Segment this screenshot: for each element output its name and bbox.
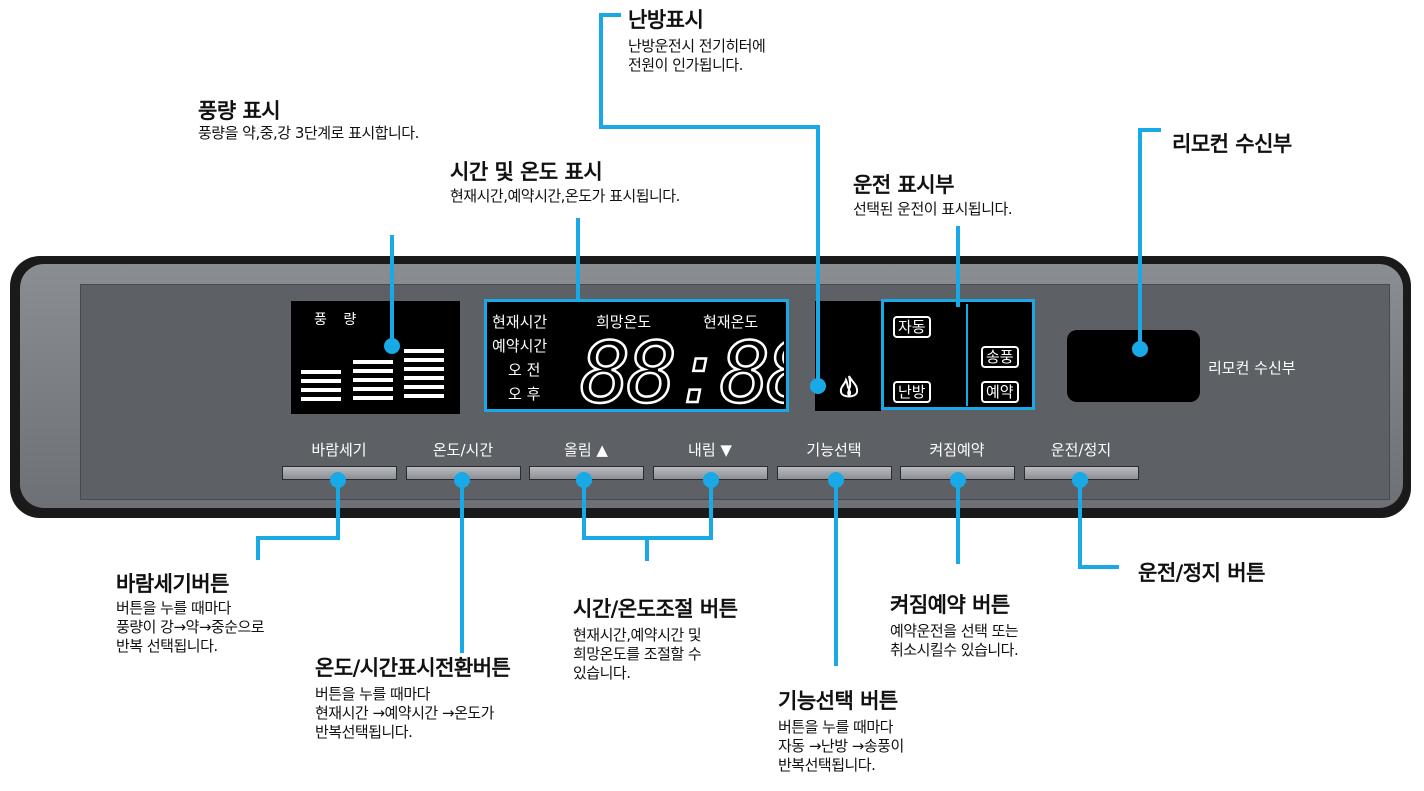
remote-receiver-title: 리모컨 수신부	[1172, 132, 1292, 156]
reserve-button-label: 켜짐예약	[929, 441, 985, 459]
function-button-title: 기능선택 버튼	[778, 689, 898, 713]
fan-display-label: 풍 량	[314, 312, 363, 328]
heat-indicator-title: 난방표시	[628, 8, 704, 32]
function-button-dot	[828, 472, 844, 488]
power-button-dot	[1072, 472, 1088, 488]
wind-button-dot	[330, 472, 346, 488]
am-label: 오 전	[508, 361, 541, 379]
reserve-time-label: 예약시간	[492, 337, 548, 355]
up-button-dot	[576, 472, 592, 488]
reserve-button-dot	[950, 472, 966, 488]
function-button-desc: 버튼을 누를 때마다 자동 →난방 →송풍이 반복선택됩니다.	[778, 718, 904, 774]
fan-display-title: 풍량 표시	[198, 99, 281, 123]
power-button-title: 운전/정지 버튼	[1138, 561, 1265, 585]
fan-marker-dot	[384, 338, 400, 354]
current-time-label: 현재시간	[492, 313, 548, 331]
pm-label: 오 후	[508, 385, 541, 403]
function-button-label: 기능선택	[806, 441, 862, 459]
fan-level-bar	[301, 379, 341, 383]
heat-indicator-desc: 난방운전시 전기히터에 전원이 인가됩니다.	[628, 37, 766, 74]
fan-level-bar	[404, 349, 444, 353]
digits-text: 88:88	[580, 330, 784, 408]
fan-level-bar	[301, 397, 341, 401]
fan-level-bar	[404, 394, 444, 398]
fan-level-bar	[301, 388, 341, 392]
up-button-label: 올림 ▲	[564, 441, 608, 459]
temp-time-switch-desc: 버튼을 누를 때마다 현재시간 →예약시간 →온도가 반복선택됩니다.	[315, 685, 494, 741]
mode-reserve-indicator: 예약	[981, 381, 1019, 403]
remote-receiver-label: 리모컨 수신부	[1208, 359, 1296, 377]
fan-level-bar	[353, 360, 393, 364]
fan-level-bar	[353, 378, 393, 382]
reserve-button-desc: 예약운전을 선택 또는 취소시킬수 있습니다.	[890, 622, 1019, 659]
mode-auto-indicator: 자동	[893, 316, 931, 338]
fan-level-bar	[353, 369, 393, 373]
fan-level-bar	[301, 370, 341, 374]
seven-segment-digits: 88:88	[579, 330, 784, 408]
time-temp-title: 시간 및 온도 표시	[450, 160, 603, 184]
fan-level-bar	[404, 385, 444, 389]
fan-level-bar	[353, 387, 393, 391]
fan-display-desc: 풍량을 약,중,강 3단계로 표시합니다.	[198, 124, 419, 142]
remote-receiver-window	[1067, 330, 1200, 402]
flame-icon	[839, 375, 859, 398]
time-temp-desc: 현재시간,예약시간,온도가 표시됩니다.	[450, 187, 680, 205]
mode-display-divider	[966, 304, 968, 406]
adjust-button-title: 시간/온도조절 버튼	[573, 597, 738, 621]
adjust-button-desc: 현재시간,예약시간 및 희망온도를 조절할 수 있습니다.	[573, 626, 702, 682]
temp-time-switch-title: 온도/시간표시전환버튼	[315, 656, 511, 680]
fan-level-bar	[404, 367, 444, 371]
remote-marker-dot	[1132, 341, 1148, 357]
temp-time-button-dot	[454, 472, 470, 488]
power-button-label: 운전/정지	[1050, 441, 1112, 459]
temp-time-button-label: 온도/시간	[432, 441, 494, 459]
wind-button-title: 바람세기버튼	[116, 572, 229, 596]
down-button-label: 내림 ▼	[688, 441, 732, 459]
fan-level-bar	[404, 358, 444, 362]
wind-button-desc: 버튼을 누를 때마다 풍량이 강→약→중순으로 반복 선택됩니다.	[116, 599, 265, 655]
fan-level-bar	[404, 376, 444, 380]
mode-display-desc: 선택된 운전이 표시됩니다.	[853, 200, 1013, 218]
heat-marker-dot	[810, 378, 826, 394]
mode-fan-indicator: 송풍	[981, 346, 1019, 368]
mode-heat-indicator: 난방	[893, 381, 931, 403]
fan-level-bar	[353, 396, 393, 400]
current-temp-label: 현재온도	[703, 313, 759, 331]
wind-speed-button-label: 바람세기	[311, 441, 367, 459]
mode-display-title: 운전 표시부	[853, 173, 954, 197]
target-temp-label: 희망온도	[596, 313, 652, 331]
down-button-dot	[703, 472, 719, 488]
reserve-button-title: 켜짐예약 버튼	[890, 593, 1010, 617]
